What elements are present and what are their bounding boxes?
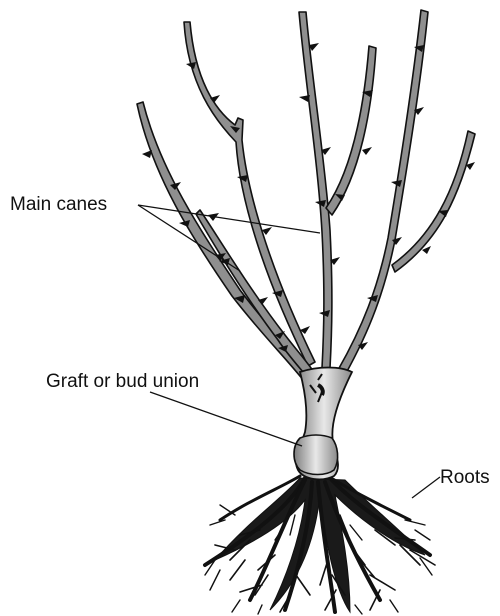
cane-right [338,10,428,375]
graft-pointer [150,392,302,446]
graft-knob [294,435,338,475]
main-canes-pointer-1 [138,205,320,233]
label-main-canes: Main canes [10,194,107,215]
canes [137,10,475,386]
label-graft-union: Graft or bud union [46,371,199,392]
cane-center-branch [326,46,376,215]
roots-pointer [412,477,440,498]
label-roots: Roots [440,467,490,488]
roots-system [205,476,435,614]
graft-union [294,368,352,480]
